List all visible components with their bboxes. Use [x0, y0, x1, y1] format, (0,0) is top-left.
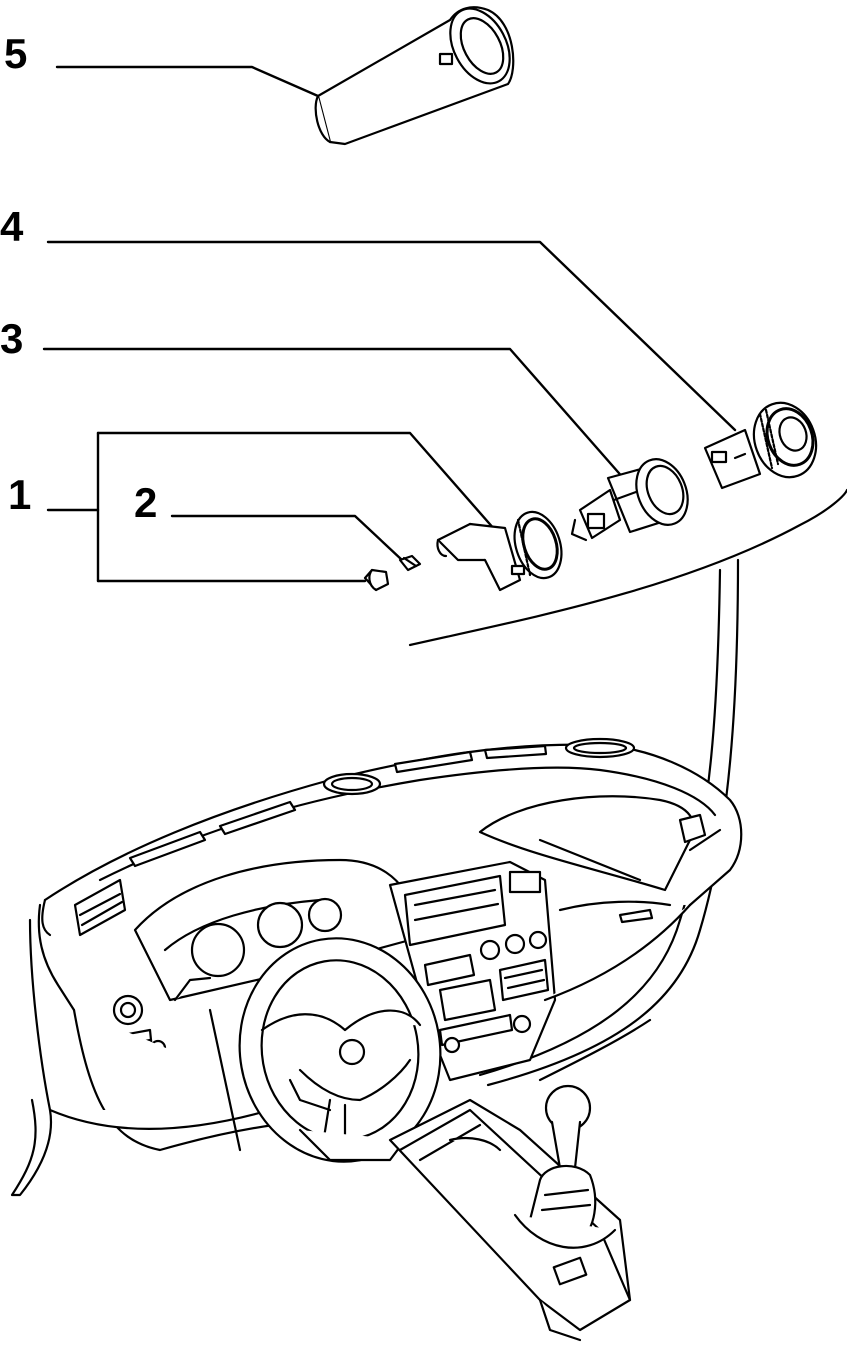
- callout-label-2: 2: [134, 479, 158, 526]
- leader-lines: [42, 65, 737, 583]
- guide-lines: [408, 488, 847, 1087]
- leader-line-4: [46, 240, 737, 432]
- leader-line-3: [42, 347, 627, 482]
- callout-label-3: 3: [0, 315, 24, 362]
- bulb-holder-icon: [363, 554, 422, 592]
- dashboard-front-lip: [10, 918, 53, 1197]
- center-tunnel: [388, 1098, 632, 1342]
- sleeve-housing-icon: [314, 6, 515, 146]
- leader-line-5: [55, 65, 320, 98]
- gear-stick: [513, 1084, 617, 1249]
- leader-line-1-top: [96, 431, 497, 532]
- callout-label-4: 4: [0, 203, 24, 250]
- callout-label-1: 1: [8, 471, 32, 518]
- leader-line-2: [170, 514, 404, 562]
- dashboard-icon: [10, 737, 743, 1342]
- callout-label-5: 5: [4, 30, 28, 77]
- left-side-vent: [73, 878, 127, 937]
- socket-ring-icon: [703, 401, 818, 490]
- lighter-assembly-icon: [436, 510, 563, 592]
- socket-holder-icon: [570, 458, 689, 542]
- defrost-vents: [128, 737, 636, 868]
- steering-wheel: [238, 937, 442, 1163]
